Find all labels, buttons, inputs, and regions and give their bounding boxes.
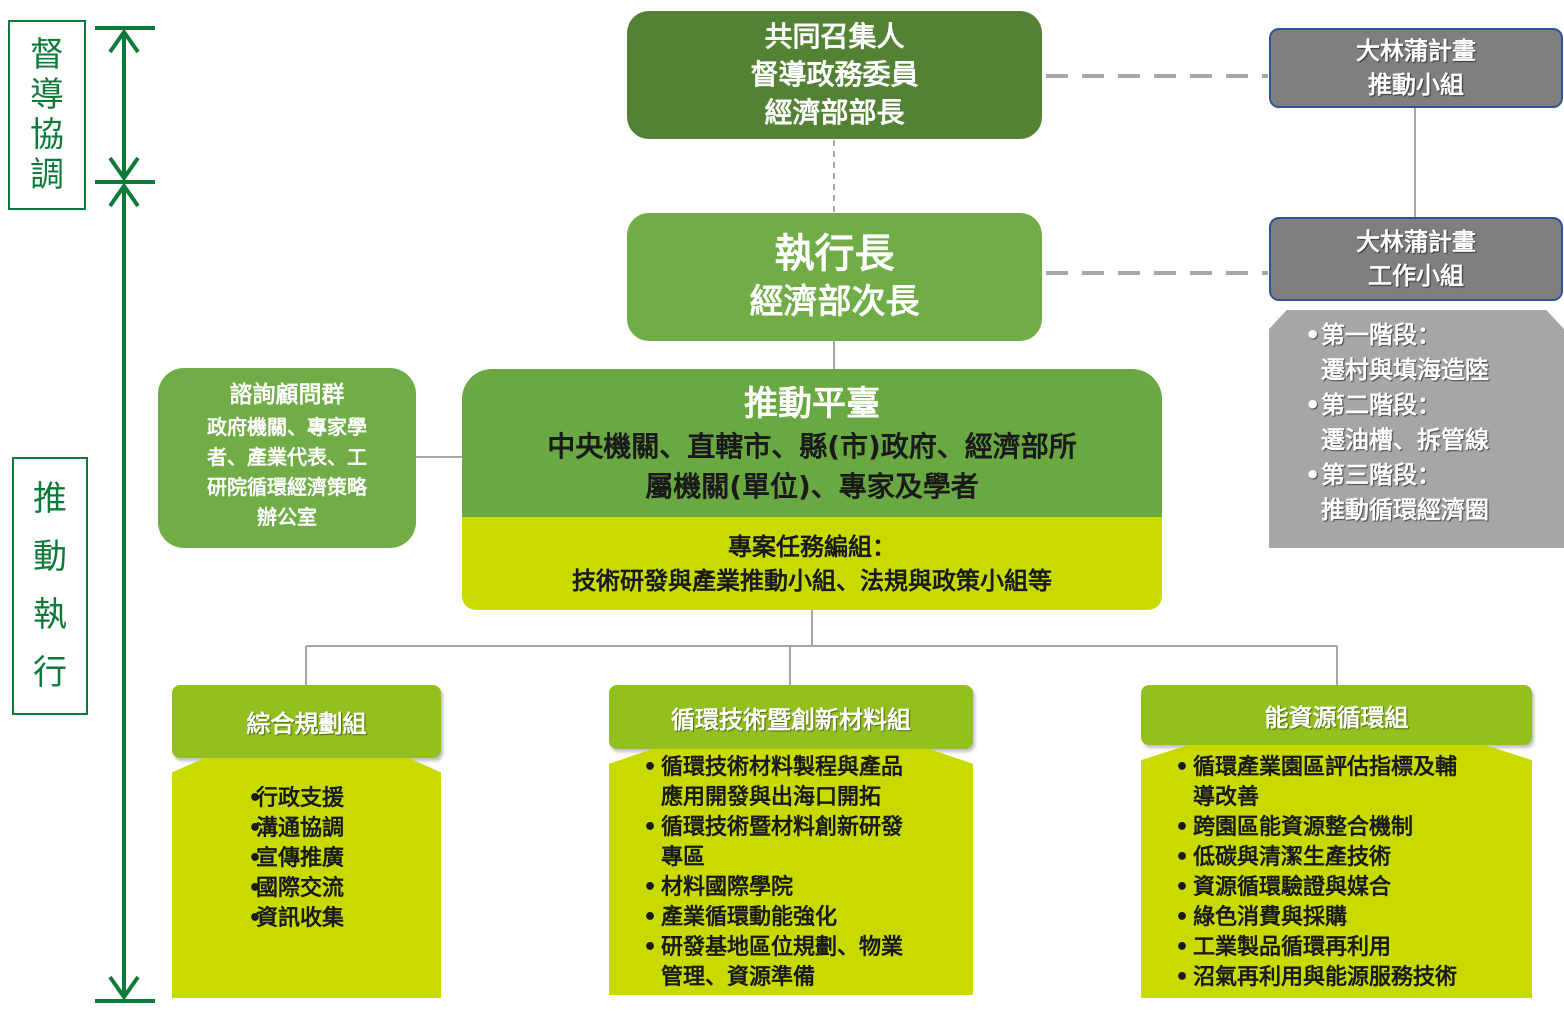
platform-line: 中央機關、直轄市、縣(市)政府、經濟部所 [547, 430, 1077, 463]
dalinpu-promotion-box: 大林蒲計畫 推動小組 [1269, 28, 1563, 108]
convener-line: 督導政務委員 [750, 58, 919, 91]
group-body-planning: 行政支援 溝通協調 宣傳推廣 國際交流 資訊收集 [172, 758, 441, 998]
group-item: 行政支援 [248, 784, 441, 814]
group-head-planning: 綜合規劃組 [172, 685, 441, 758]
group-item: 資源循環驗證與媒合 [1175, 873, 1532, 903]
level-arrows [95, 26, 155, 1003]
convener-box: 共同召集人 督導政務委員 經濟部部長 [627, 11, 1042, 139]
dalinpu-work-line: 大林蒲計畫 [1356, 228, 1476, 256]
group-item: 工業製品循環再利用 [1175, 933, 1532, 963]
group-item-line: 導改善 [1193, 785, 1260, 810]
group-item-line: 研發基地區位規劃、物業 [661, 935, 904, 960]
stages-panel: 第一階段： 遷村與填海造陸 第二階段： 遷油槽、拆管線 第三階段： 推動循環經濟… [1269, 310, 1564, 548]
stage-label: 第三階段： [1305, 458, 1564, 493]
side-char: 調 [30, 155, 64, 195]
convener-line: 共同召集人 [764, 20, 905, 53]
group-item: 宣傳推廣 [248, 844, 441, 874]
group-item: 溝通協調 [248, 814, 441, 844]
advisory-line: 辦公室 [257, 505, 317, 529]
group-item: 國際交流 [248, 874, 441, 904]
group-item-line: 循環技術材料製程與產品 [661, 755, 904, 780]
advisory-line: 研院循環經濟策略 [207, 475, 367, 499]
group-name: 綜合規劃組 [246, 710, 367, 738]
group-item: 產業循環動能強化 [643, 903, 973, 933]
stage-detail: 遷油槽、拆管線 [1321, 426, 1489, 454]
side-char: 導 [30, 75, 64, 115]
group-item-line: 專區 [661, 845, 706, 870]
supervise-coordinate-label: 督 導 協 調 [8, 20, 86, 210]
group-item: 低碳與清潔生產技術 [1175, 843, 1532, 873]
ceo-title: 執行長 [774, 231, 895, 277]
group-item: 沼氣再利用與能源服務技術 [1175, 963, 1532, 993]
group-head-energy: 能資源循環組 [1141, 685, 1532, 745]
dalinpu-work-line: 工作小組 [1368, 262, 1464, 290]
group-name: 能資源循環組 [1264, 703, 1409, 732]
side-char: 協 [30, 115, 64, 155]
group-item: 綠色消費與採購 [1175, 903, 1532, 933]
ceo-box: 執行長 經濟部次長 [627, 213, 1042, 341]
side-char: 動 [33, 537, 67, 577]
stage-detail: 推動循環經濟圈 [1321, 496, 1489, 524]
group-item-line: 應用開發與出海口開拓 [661, 785, 882, 810]
advisory-title: 諮詢顧問群 [229, 382, 345, 408]
side-char: 行 [33, 653, 67, 693]
group-item-line: 循環技術暨材料創新研發 [661, 815, 904, 840]
side-char: 推 [33, 479, 67, 519]
group-item-line: 循環產業園區評估指標及輔 [1193, 755, 1458, 780]
dalinpu-promotion-line: 大林蒲計畫 [1356, 37, 1476, 65]
platform-box: 推動平臺 中央機關、直轄市、縣(市)政府、經濟部所 屬機關(單位)、專家及學者 [462, 369, 1162, 517]
dalinpu-promotion-line: 推動小組 [1368, 71, 1464, 99]
group-item: 材料國際學院 [643, 873, 973, 903]
side-char: 督 [30, 35, 64, 75]
dalinpu-work-box: 大林蒲計畫 工作小組 [1269, 217, 1563, 301]
platform-line: 屬機關(單位)、專家及學者 [645, 470, 979, 503]
group-item-line: 管理、資源準備 [661, 965, 816, 990]
platform-title: 推動平臺 [744, 384, 880, 424]
ceo-subtitle: 經濟部次長 [749, 282, 920, 322]
task-force-body: 技術研發與產業推動小組、法規與政策小組等 [572, 566, 1052, 595]
convener-line: 經濟部部長 [764, 96, 905, 129]
side-char: 執 [33, 595, 67, 635]
task-force-title: 專案任務編組： [728, 532, 896, 561]
group-item: 跨園區能資源整合機制 [1175, 813, 1532, 843]
group-item: 資訊收集 [248, 904, 441, 934]
advisory-box: 諮詢顧問群 政府機關、專家學 者、產業代表、工 研院循環經濟策略 辦公室 [158, 368, 416, 548]
group-name: 循環技術暨創新材料組 [671, 705, 911, 734]
promote-execute-label: 推 動 執 行 [12, 457, 88, 715]
group-head-technology: 循環技術暨創新材料組 [609, 685, 973, 749]
advisory-line: 政府機關、專家學 [207, 415, 367, 439]
stage-detail: 遷村與填海造陸 [1321, 356, 1489, 384]
stage-label: 第二階段： [1305, 388, 1564, 423]
task-force-box: 專案任務編組： 技術研發與產業推動小組、法規與政策小組等 [462, 517, 1162, 610]
stage-label: 第一階段： [1305, 318, 1564, 353]
advisory-line: 者、產業代表、工 [207, 445, 367, 469]
